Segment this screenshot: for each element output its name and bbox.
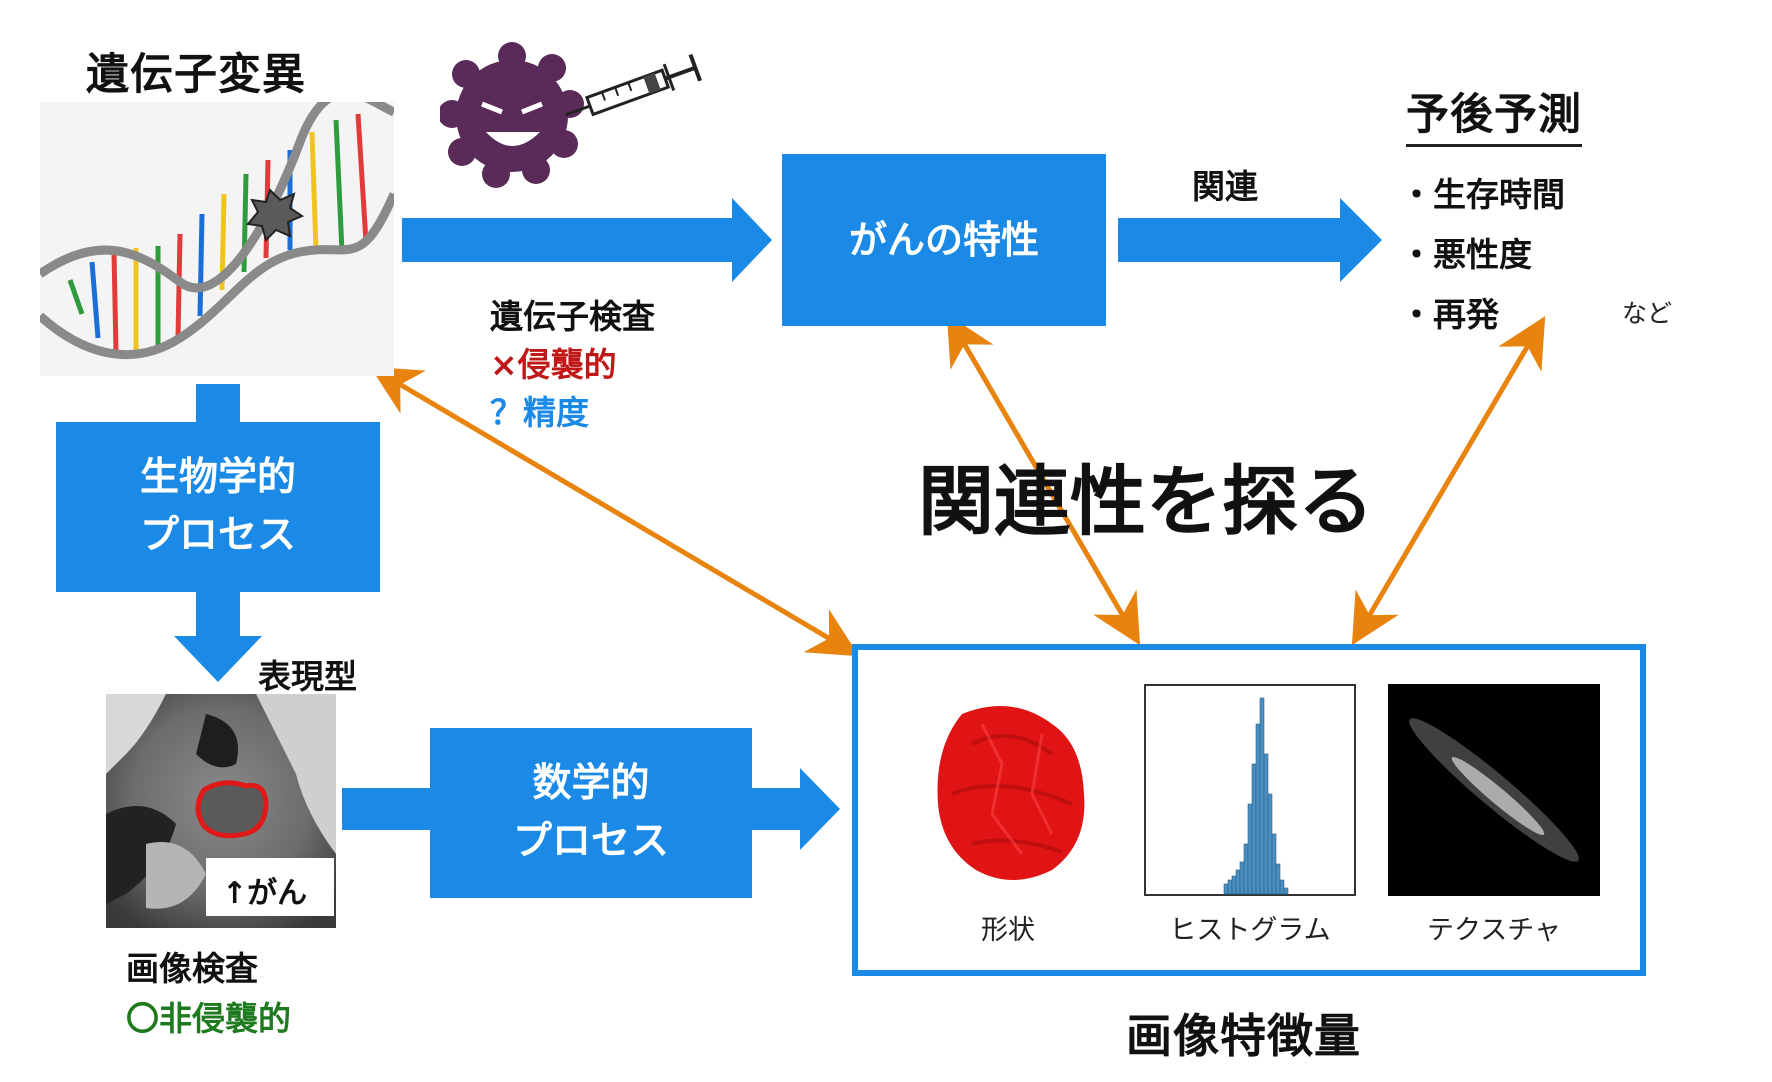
arrow-bio-down [174, 592, 262, 682]
arrow-genetic-to-traits [402, 198, 772, 282]
histogram-image [1144, 684, 1356, 896]
cancer-traits-label: がんの特性 [848, 217, 1039, 262]
prognosis-title: 予後予測 [1406, 80, 1582, 147]
genetic-test-invasive: ×侵襲的 [490, 345, 617, 384]
mutation-burst [246, 188, 305, 242]
mri-image [106, 694, 336, 928]
dna-illustration [40, 102, 394, 376]
genetic-mutation-title: 遺伝子変異 [86, 50, 306, 100]
prognosis-item-malignancy: ・悪性度 [1400, 235, 1532, 274]
shape-image [902, 684, 1114, 896]
genetic-test-title: 遺伝子検査 [490, 297, 655, 336]
arrow-stem-top [196, 384, 240, 424]
biological-process-line1: 生物学的 [139, 454, 296, 500]
arrow-math-to-features [752, 768, 840, 850]
imaging-test-title: 画像検査 [126, 949, 258, 988]
mathematical-process-line1: 数学的 [532, 760, 650, 806]
shape-label: 形状 [981, 915, 1035, 946]
orange-arrow-dna-features [370, 366, 860, 657]
biological-process-line2: プロセス [139, 513, 296, 558]
mathematical-process-line2: プロセス [512, 819, 669, 864]
phenotype-label: 表現型 [258, 657, 357, 696]
orange-arrow-traits-features [946, 314, 1141, 646]
prognosis-etc: など [1622, 299, 1673, 328]
imaging-noninvasive: 〇非侵襲的 [126, 999, 291, 1038]
texture-image [1388, 684, 1600, 896]
mathematical-process-box: 数学的 プロセス [430, 728, 752, 898]
prognosis-item-survival: ・生存時間 [1400, 175, 1565, 214]
explore-relation-label: 関連性を探る [918, 457, 1374, 546]
mri-cancer-marker: ↑がん [222, 876, 308, 911]
arrow-traits-to-prognosis [1118, 198, 1382, 282]
relation-label: 関連 [1192, 167, 1258, 206]
arrow-mri-to-math [342, 788, 430, 830]
orange-arrow-prognosis-features [1351, 316, 1546, 646]
biological-process-box: 生物学的 プロセス [56, 422, 380, 592]
tumor-outline [195, 780, 269, 839]
histogram-label: ヒストグラム [1169, 915, 1331, 946]
genetic-test-accuracy: ？精度 [490, 393, 589, 432]
image-features-title: 画像特徴量 [1126, 1009, 1361, 1063]
prognosis-item-recurrence: ・再発 [1400, 295, 1499, 334]
texture-label: テクスチャ [1427, 915, 1561, 946]
cancer-cell-syringe-illustration [440, 42, 702, 188]
cancer-traits-box: がんの特性 [782, 154, 1106, 326]
